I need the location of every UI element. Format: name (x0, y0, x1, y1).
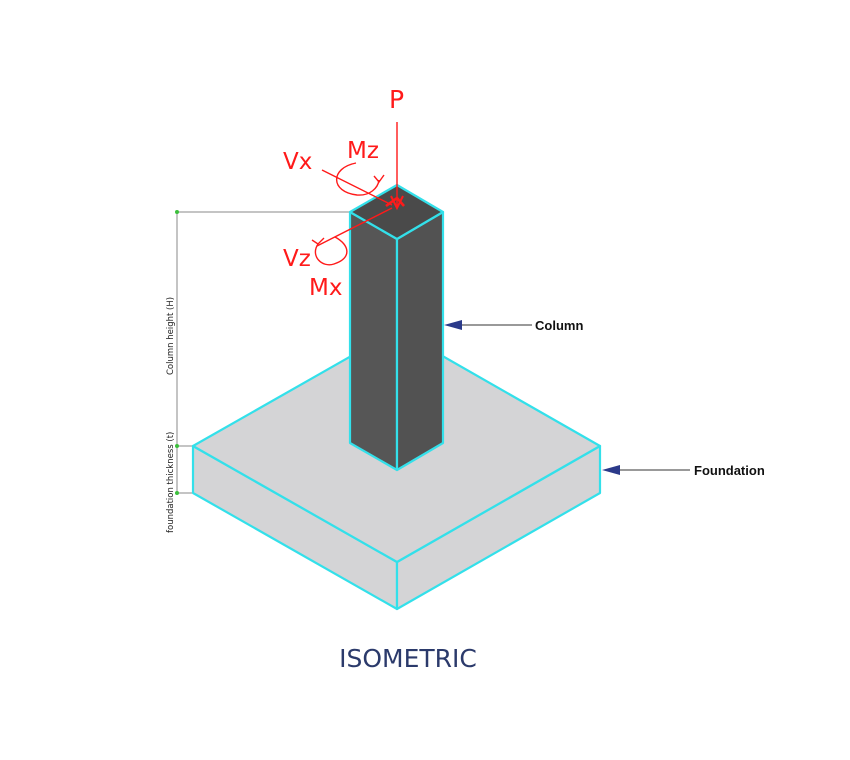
dimension-ticks (175, 210, 179, 495)
shear-x-line (321, 169, 393, 206)
label-p: P (389, 85, 404, 114)
shear-z-line (316, 207, 393, 247)
column-right-face (395, 210, 445, 472)
label-mz: Mz (347, 138, 379, 164)
foundation-leader-arrowhead (602, 465, 620, 475)
column (348, 183, 445, 472)
column-leader-arrowhead (444, 320, 462, 330)
label-vz: Vz (283, 246, 311, 272)
callout-column: Column (535, 318, 583, 333)
load-labels: P Vx Mz Vz Mx (283, 85, 404, 301)
moment-x-curve (314, 236, 348, 266)
label-mx: Mx (309, 275, 342, 301)
diagram-title: ISOMETRIC (339, 644, 477, 673)
callout-leaders (444, 320, 690, 475)
moment-z-arrowhead (373, 174, 385, 184)
moment-x-arrowhead (311, 237, 325, 245)
dimension-foundation-thickness: foundation thickness (t) (166, 432, 176, 533)
column-top-face (348, 183, 445, 241)
label-vx: Vx (283, 149, 312, 175)
load-origin (385, 196, 405, 208)
column-left-face (348, 210, 399, 472)
callout-foundation: Foundation (694, 463, 765, 478)
dimension-column-height: Column height (H) (166, 297, 176, 375)
moment-z-curve (336, 162, 380, 196)
